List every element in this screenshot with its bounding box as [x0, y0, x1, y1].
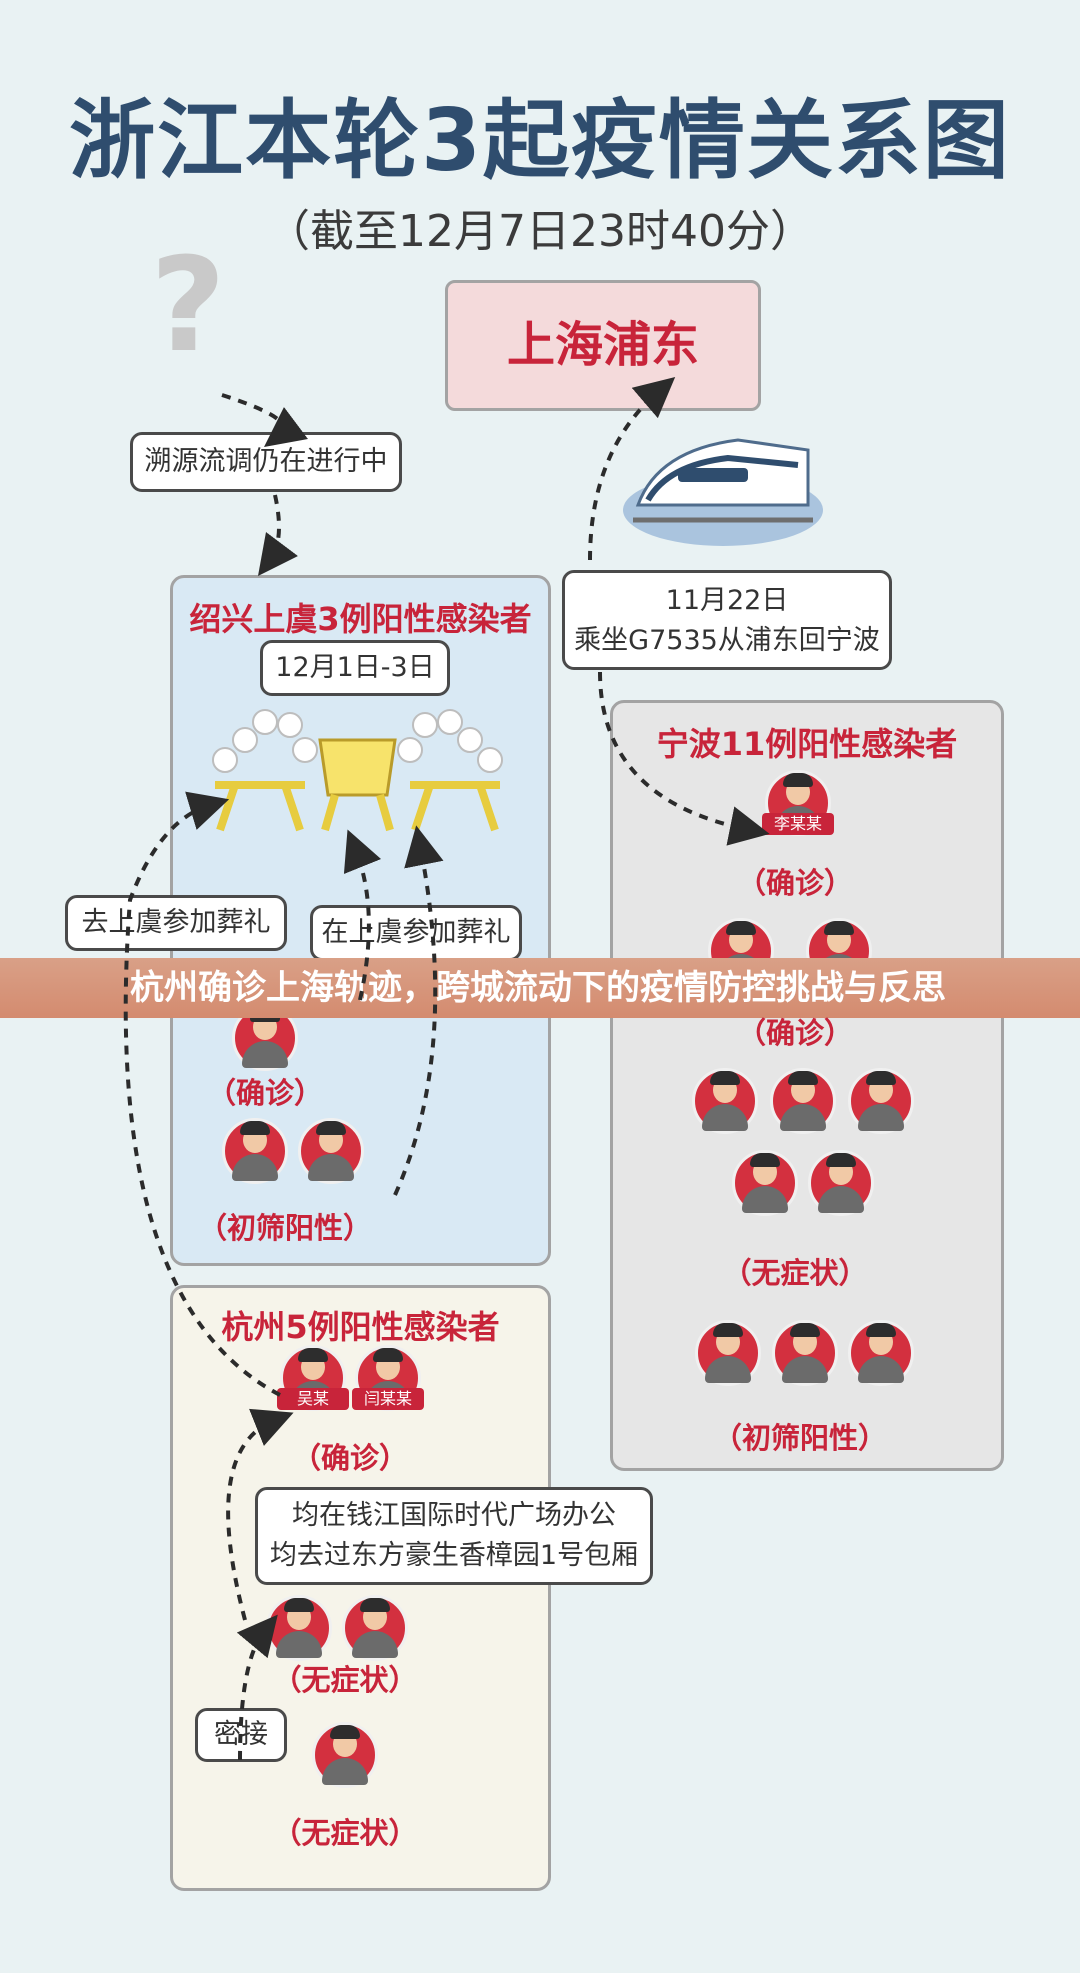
train-icon	[623, 438, 823, 546]
page-subtitle: （截至12月7日23时40分）	[266, 206, 814, 257]
shaoxing-screen-person-1	[222, 1118, 288, 1184]
ningbo-asym-person-3	[848, 1068, 914, 1134]
connector-pudong-to-shanghai	[588, 376, 676, 561]
question-mark-icon: ?	[150, 229, 226, 381]
ningbo-screen-person-3	[848, 1320, 914, 1386]
ningbo-screen-person-1	[695, 1320, 761, 1386]
ningbo-asym-person-5	[808, 1150, 874, 1216]
hangzhou-asym-person-3	[312, 1722, 378, 1788]
ningbo-confirmed-label-2: （确诊）	[736, 1016, 853, 1050]
ningbo-asym-person-4	[732, 1150, 798, 1216]
overlay-banner: 杭州确诊上海轨迹，跨城流动下的疫情防控挑战与反思	[0, 958, 1080, 1018]
shaoxing-confirmed-label: （确诊）	[206, 1076, 323, 1110]
hangzhou-asym-person-2	[342, 1595, 408, 1661]
office-note-line-1: 均在钱江国际时代广场办公	[292, 1500, 616, 1531]
ningbo-li-person: 李某某	[762, 770, 834, 836]
connector-hangzhou-to-shaoxing	[123, 791, 281, 1397]
ningbo-asym-person-2	[770, 1068, 836, 1134]
connector-question-to-trace	[221, 393, 309, 448]
hangzhou-asymptomatic-label-1: （无症状）	[272, 1663, 418, 1697]
hangzhou-confirmed-label: （确诊）	[291, 1441, 408, 1475]
page-title: 浙江本轮3起疫情关系图	[69, 91, 1011, 191]
went-funeral-note: 去上虞参加葬礼	[65, 895, 287, 951]
ningbo-confirmed-label-1: （确诊）	[736, 866, 853, 900]
shaoxing-date-callout: 12月1日-3日	[260, 640, 450, 696]
hangzhou-office-note: 均在钱江国际时代广场办公 均去过东方豪生香樟园1号包厢	[255, 1487, 653, 1585]
ningbo-title: 宁波11例阳性感染者	[656, 725, 958, 763]
connector-contact-to-asym	[236, 1614, 278, 1761]
ningbo-screen-label: （初筛阳性）	[712, 1421, 887, 1455]
hangzhou-wu-person: 吴某	[277, 1345, 349, 1411]
hangzhou-title: 杭州5例阳性感染者	[221, 1308, 500, 1346]
connector-shaoxing-screen-up	[393, 825, 444, 1196]
hangzhou-yan-person: 闫某某	[352, 1345, 424, 1411]
connector-shaoxing-confirmed-up	[343, 829, 382, 1001]
shaoxing-screen-person-2	[298, 1118, 364, 1184]
ningbo-asym-person-1	[692, 1068, 758, 1134]
shaoxing-screen-label: （初筛阳性）	[197, 1211, 372, 1245]
shaoxing-title: 绍兴上虞3例阳性感染者	[189, 600, 532, 638]
hangzhou-asymptomatic-label-2: （无症状）	[272, 1816, 418, 1850]
connector-trace-to-shaoxing	[258, 494, 298, 577]
train-note-route: 乘坐G7535从浦东回宁波	[574, 625, 880, 656]
office-note-line-2: 均去过东方豪生香樟园1号包厢	[269, 1540, 639, 1571]
ningbo-screen-person-2	[772, 1320, 838, 1386]
train-note-date: 11月22日	[665, 585, 789, 616]
shanghai-node: 上海浦东	[445, 280, 761, 411]
ningbo-li-tag: 李某某	[762, 813, 834, 835]
ningbo-asymptomatic-label: （无症状）	[722, 1256, 868, 1290]
connector-pudong-to-li	[598, 671, 770, 846]
train-note: 11月22日 乘坐G7535从浦东回宁波	[562, 570, 892, 670]
hangzhou-yan-tag: 闫某某	[352, 1388, 424, 1410]
hangzhou-wu-tag: 吴某	[277, 1388, 349, 1410]
connector-office-to-wu	[226, 1408, 294, 1621]
